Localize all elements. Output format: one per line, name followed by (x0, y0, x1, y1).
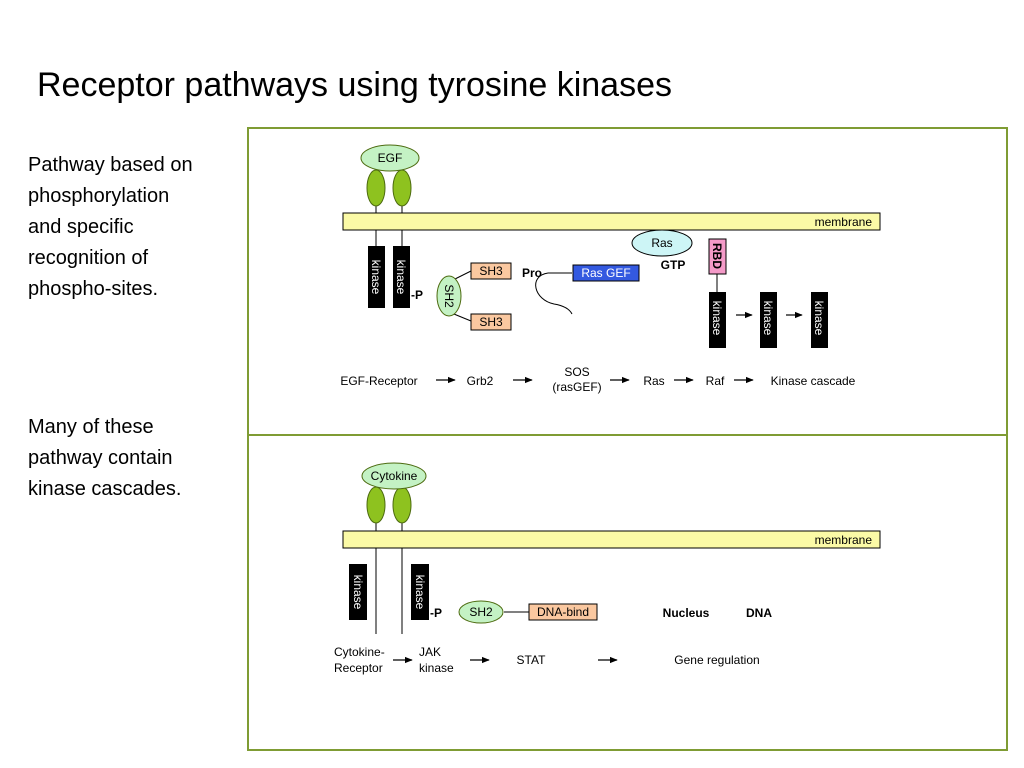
description-line: kinase cascades. (28, 478, 182, 500)
bottom-panel-frame (247, 434, 1008, 751)
receptor-kinase-right-label: kinase (394, 260, 408, 295)
membrane-label: membrane (815, 533, 873, 547)
description-line: recognition of (28, 247, 149, 269)
description-paragraph-2: Many of these pathway contain kinase cas… (28, 412, 243, 505)
sh3-domain-top (470, 262, 512, 280)
flow-sos-sub: (rasGEF) (552, 380, 601, 394)
flow-raf: Raf (706, 374, 725, 388)
flow-kinase-cascade: Kinase cascade (771, 374, 856, 388)
pro-label: Pro (522, 266, 542, 280)
cascade-kinase-3-label: kinase (812, 301, 826, 336)
phospho-label: -P (430, 606, 442, 620)
flow-stat: STAT (517, 653, 547, 667)
dna-bind-label: DNA-bind (537, 605, 589, 619)
dna-bind-domain (528, 603, 598, 621)
sh3-top-label: SH3 (479, 264, 503, 278)
stat-sh2-domain (458, 600, 504, 624)
flow-cytokine-receptor-sub: Receptor (334, 661, 383, 675)
jak-kinase-right (411, 564, 429, 620)
receptor-kinase-left-label: kinase (369, 260, 383, 295)
membrane-bar (342, 212, 881, 231)
receptor-kinase-left (368, 246, 385, 308)
phospho-label: -P (411, 288, 423, 302)
sos-chain (535, 272, 573, 315)
ras-gef-domain (572, 264, 640, 282)
egf-label: EGF (378, 151, 403, 165)
flow-sos: SOS (564, 365, 589, 379)
slide-title: Receptor pathways using tyrosine kinases (37, 66, 672, 104)
description-line: phosphorylation (28, 185, 170, 207)
cytokine-receptor-domain-right (392, 486, 412, 524)
rbd-label: RBD (710, 243, 724, 269)
sh3-bottom-label: SH3 (479, 315, 503, 329)
cytokine-receptor-domain-left (366, 486, 386, 524)
cascade-kinase-2-label: kinase (761, 301, 775, 336)
cascade-kinase-2 (760, 292, 777, 348)
ras-label: Ras (651, 236, 672, 250)
grb2-sh2-label: SH2 (442, 284, 456, 308)
cascade-kinase-1-label: kinase (710, 301, 724, 336)
description-line: and specific (28, 216, 134, 238)
flow-grb2: Grb2 (467, 374, 494, 388)
flow-cytokine-receptor: Cytokine- (334, 645, 385, 659)
flow-egf-receptor: EGF-Receptor (340, 374, 417, 388)
stat-sh2-label: SH2 (469, 605, 493, 619)
flow-jak: JAK (419, 645, 441, 659)
cascade-kinase-3 (811, 292, 828, 348)
rbd-domain (708, 238, 727, 275)
cascade-kinase-1 (709, 292, 726, 348)
nucleus-label: Nucleus (663, 606, 710, 620)
receptor-domain-left (366, 169, 386, 207)
cytokine-ligand (361, 462, 427, 490)
ras-protein (631, 229, 693, 257)
description-line: pathway contain (28, 447, 173, 469)
receptor-domain-right (392, 169, 412, 207)
flow-jak-sub: kinase (419, 661, 454, 675)
jak-kinase-left (349, 564, 367, 620)
flow-ras: Ras (643, 374, 664, 388)
description-line: phospho-sites. (28, 278, 159, 300)
jak-kinase-right-label: kinase (413, 575, 427, 610)
gtp-label: GTP (661, 258, 686, 272)
egf-ligand (360, 144, 420, 172)
membrane-label: membrane (815, 215, 873, 229)
description-line: Pathway based on (28, 154, 193, 176)
membrane-bar (342, 530, 881, 549)
sh3-domain-bottom (470, 313, 512, 331)
description-paragraph-1: Pathway based on phosphorylation and spe… (28, 150, 243, 305)
receptor-kinase-right (393, 246, 410, 308)
dna-label: DNA (746, 606, 772, 620)
flow-gene-regulation: Gene regulation (674, 653, 759, 667)
grb2-sh2-domain (436, 275, 462, 317)
ras-gef-label: Ras GEF (581, 266, 630, 280)
description-line: Many of these (28, 416, 154, 438)
cytokine-label: Cytokine (371, 469, 418, 483)
jak-kinase-left-label: kinase (351, 575, 365, 610)
